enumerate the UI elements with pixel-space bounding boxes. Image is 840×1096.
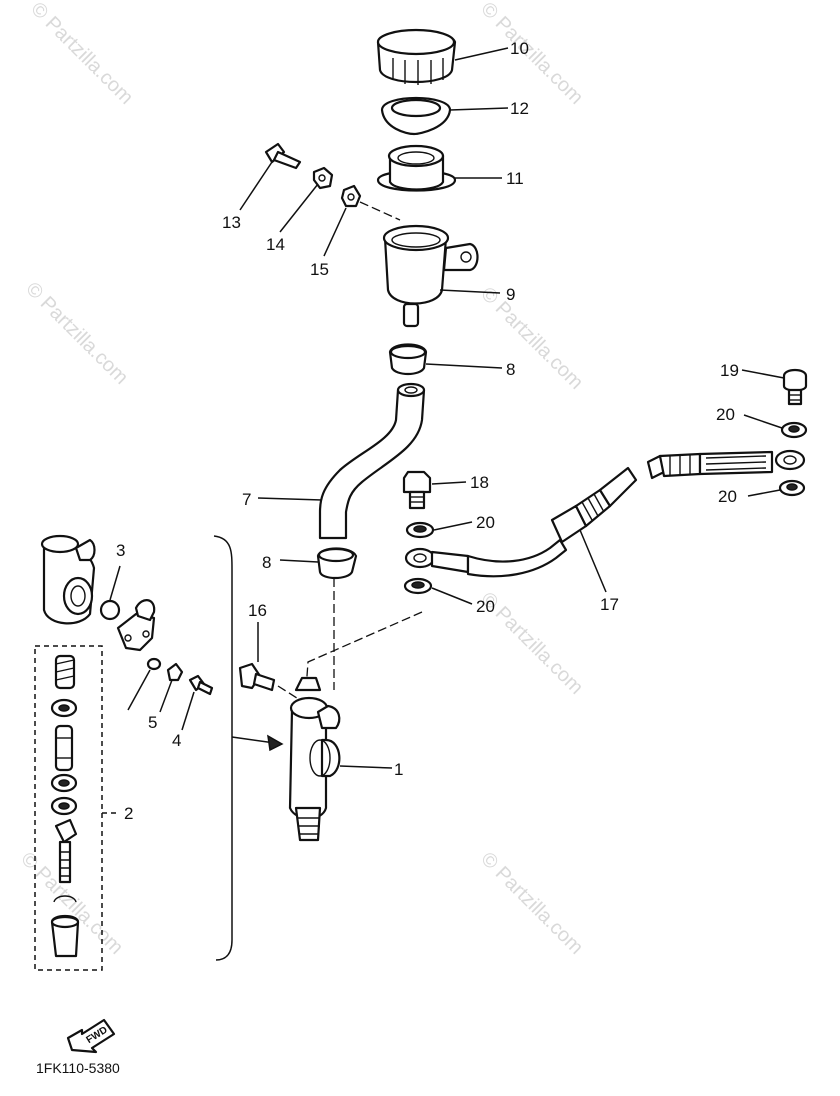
- nut-14: [312, 166, 334, 190]
- callout-20-b: 20: [476, 597, 495, 616]
- copper-washer-20d: [778, 479, 806, 497]
- callout-11: 11: [506, 169, 524, 188]
- union-bolt-18: [402, 470, 432, 510]
- washer-15: [340, 184, 362, 208]
- copper-washer-20b: [403, 577, 433, 595]
- watermark: © Partzilla.com: [476, 283, 587, 394]
- leader-lines: [109, 47, 785, 769]
- callout-18: 18: [470, 473, 489, 492]
- assembly-bracket: [213, 535, 284, 961]
- washer-5: [166, 662, 184, 682]
- reservoir-tank: [382, 224, 479, 328]
- callout-2: 2: [124, 804, 133, 823]
- callout-10: 10: [510, 39, 529, 58]
- callout-9: 9: [506, 285, 515, 304]
- callout-14: 14: [266, 235, 285, 254]
- watermark: © Partzilla.com: [476, 848, 587, 959]
- reservoir-plate: [380, 96, 452, 136]
- copper-washer-20c: [780, 421, 808, 439]
- callout-5: 5: [148, 713, 157, 732]
- bleed-screw-16: [238, 662, 276, 692]
- master-cylinder: [288, 676, 341, 842]
- callout-13: 13: [222, 213, 241, 232]
- callout-12: 12: [510, 99, 529, 118]
- union-bolt-19: [782, 368, 808, 406]
- o-ring-3: [99, 599, 121, 621]
- forward-arrow: FWD: [66, 1018, 116, 1054]
- callout-4: 4: [172, 731, 181, 750]
- reservoir-hose: [318, 382, 426, 540]
- diagram-code: 1FK110-5380: [36, 1060, 120, 1076]
- watermark: © Partzilla.com: [26, 0, 137, 109]
- callout-20-a: 20: [476, 513, 495, 532]
- callouts: 10 12 11 9 8 7 8 13 14 15 3 5 4 2 16 1 1…: [116, 39, 739, 823]
- callout-17: 17: [600, 595, 619, 614]
- callout-20-c: 20: [716, 405, 735, 424]
- callout-8-upper: 8: [506, 360, 515, 379]
- callout-19: 19: [720, 361, 739, 380]
- screw-4: [188, 674, 214, 696]
- hose-clamp-upper: [388, 343, 428, 376]
- cylinder-kit-box: [34, 645, 118, 971]
- reservoir-diaphragm: [376, 144, 457, 192]
- callout-15: 15: [310, 260, 329, 279]
- caliper-hose-end: [646, 449, 806, 480]
- callout-16: 16: [248, 601, 267, 620]
- reservoir-cap: [376, 28, 457, 85]
- callout-7: 7: [242, 490, 251, 509]
- watermark: © Partzilla.com: [476, 0, 587, 109]
- washer-small: [146, 657, 162, 671]
- callout-8-lower: 8: [262, 553, 271, 572]
- callout-20-d: 20: [718, 487, 737, 506]
- hose-joint: [116, 599, 156, 652]
- cylinder-body-exploded: [40, 534, 96, 625]
- brake-hose: [404, 466, 638, 578]
- callout-3: 3: [116, 541, 125, 560]
- hose-clamp-lower: [316, 547, 358, 580]
- callout-1: 1: [394, 760, 403, 779]
- watermark: © Partzilla.com: [21, 278, 132, 389]
- screw-13: [264, 142, 302, 170]
- copper-washer-20a: [405, 521, 435, 539]
